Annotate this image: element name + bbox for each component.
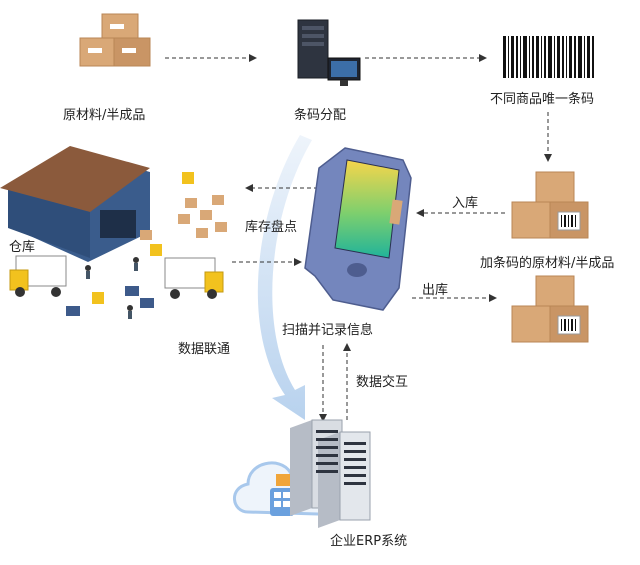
handheld-scanner-icon — [304, 147, 412, 311]
unique-barcode-label: 不同商品唯一条码 — [490, 92, 595, 107]
inventory-check-label: 库存盘点 — [245, 220, 298, 235]
data-exchange-label: 数据交互 — [356, 375, 409, 390]
data-link-label: 数据联通 — [178, 342, 231, 357]
box-stack-icon — [511, 171, 589, 239]
barcoded-material-label: 加条码的原材料/半成品 — [480, 256, 615, 271]
raw-material-label: 原材料/半成品 — [63, 108, 146, 123]
outbound-label: 出库 — [422, 283, 449, 298]
inbound-label: 入库 — [452, 196, 479, 211]
barcode-assign-label: 条码分配 — [294, 108, 347, 123]
server-rack-icon — [290, 419, 371, 528]
barcode-icon — [503, 36, 594, 78]
data-link-curve — [257, 135, 312, 420]
warehouse-label: 仓库 — [9, 240, 36, 255]
box-stack-icon — [79, 13, 151, 67]
scan-record-label: 扫描并记录信息 — [282, 323, 374, 338]
warehouse-icon — [0, 146, 227, 319]
flow-arrows — [165, 54, 552, 422]
server-tower-icon — [297, 19, 361, 86]
box-stack-icon — [511, 275, 589, 343]
erp-system-label: 企业ERP系统 — [330, 534, 408, 549]
